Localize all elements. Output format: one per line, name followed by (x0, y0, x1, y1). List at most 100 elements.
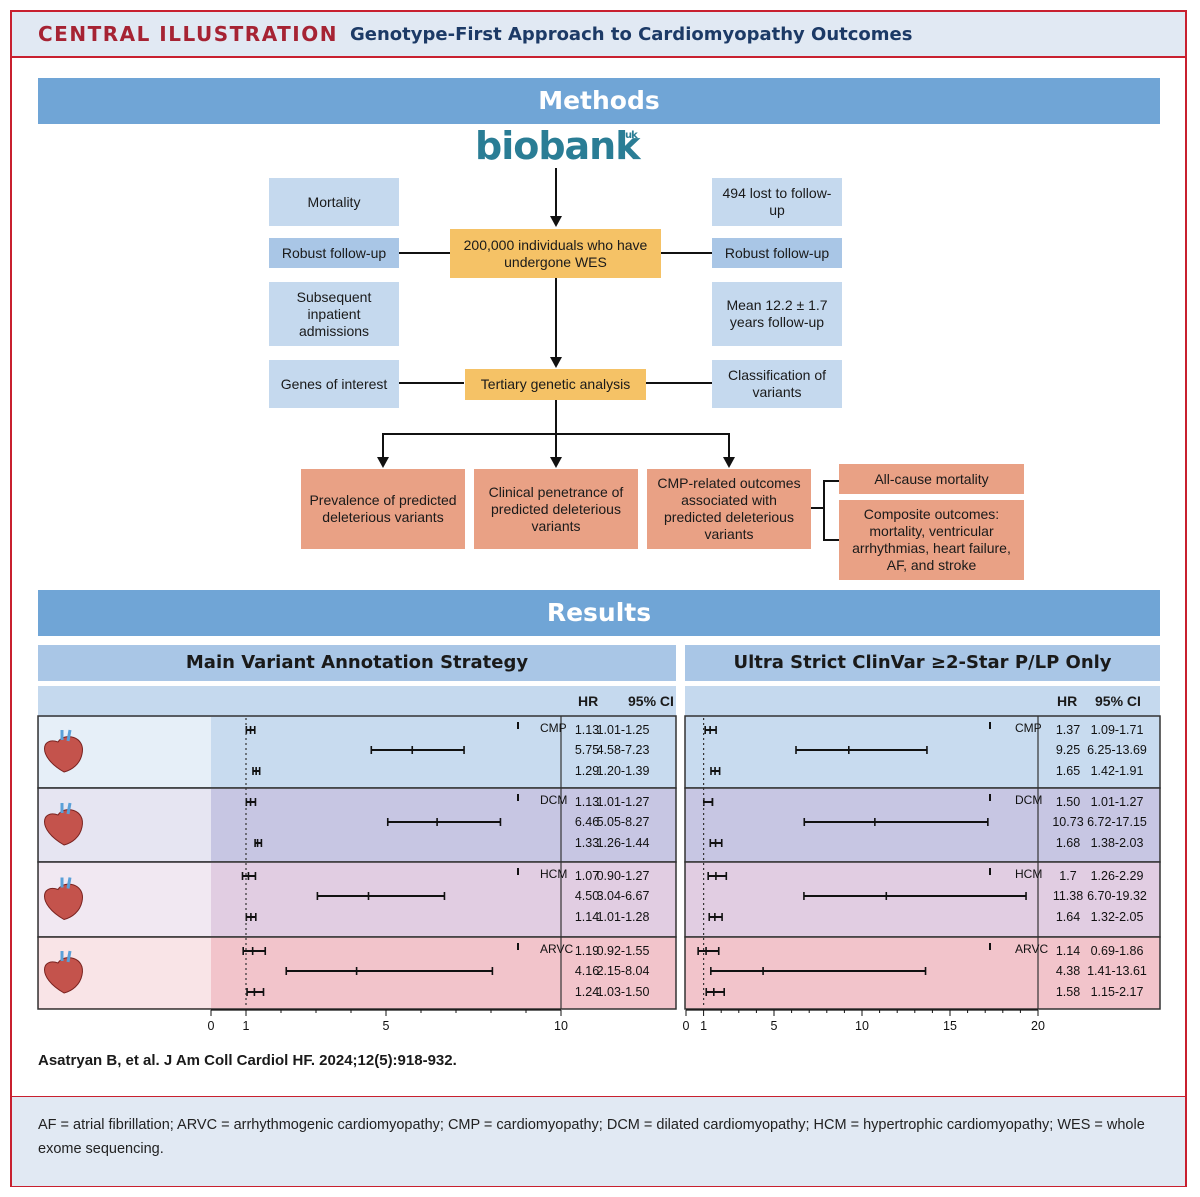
hr-value: 4.50 (575, 889, 599, 903)
box-robust-follow-up-right: Robust follow-up (712, 238, 842, 268)
box-robust-follow-up-left: Robust follow-up (269, 238, 399, 268)
vessel-icon (60, 802, 72, 815)
column-header-main: HR 95% CI (38, 686, 676, 716)
ci-value: 1.26-1.44 (597, 836, 650, 850)
hr-value: 10.73 (1052, 815, 1083, 829)
ci-value: 1.01-1.27 (597, 795, 650, 809)
box-lost-to-follow-up: 494 lost to follow-up (712, 178, 842, 226)
arrow-down-icon (377, 457, 389, 468)
group-tag-hcm: HCM (1015, 867, 1042, 881)
column-header-clinvar: HR 95% CI (685, 686, 1160, 716)
ci-value: 6.72-17.15 (1087, 815, 1147, 829)
x-tick-label: 15 (943, 1019, 957, 1033)
ci-value: 1.41-13.61 (1087, 964, 1147, 978)
biobank-logo-superscript: uk (625, 130, 638, 141)
x-tick-label: 0 (208, 1019, 215, 1033)
hr-value: 1.13 (575, 795, 599, 809)
citation: Asatryan B, et al. J Am Coll Cardiol HF.… (38, 1052, 457, 1069)
ci-value: 3.04-6.67 (597, 889, 650, 903)
box-inpatient-admissions: Subsequent inpatient admissions (269, 282, 399, 346)
illustration-frame (10, 10, 1187, 1187)
box-genes-of-interest: Genes of interest (269, 360, 399, 408)
ci-value: 4.58-7.23 (597, 743, 650, 757)
hr-value: 1.50 (1056, 795, 1080, 809)
hr-value: 1.29 (575, 764, 599, 778)
ci-value: 0.92-1.55 (597, 944, 650, 958)
connector (382, 433, 730, 435)
panel-title-clinvar: Ultra Strict ClinVar ≥2-Star P/LP Only (685, 645, 1160, 681)
x-tick-label: 10 (855, 1019, 869, 1033)
connector (823, 480, 839, 482)
hr-value: 1.13 (575, 723, 599, 737)
header-title: Genotype-First Approach to Cardiomyopath… (350, 24, 913, 45)
group-background (684, 936, 1161, 1010)
ci-value: 0.69-1.86 (1091, 944, 1144, 958)
x-tick-label: 1 (700, 1019, 707, 1033)
arrow-down-icon (550, 457, 562, 468)
box-wes-individuals: 200,000 individuals who have undergone W… (450, 229, 661, 278)
hr-header: HR (578, 693, 599, 709)
vessel-icon (60, 877, 72, 889)
hr-value: 1.37 (1056, 723, 1080, 737)
hr-value: 1.64 (1056, 910, 1080, 924)
connector (660, 252, 712, 254)
connector (646, 382, 712, 384)
hr-value: 1.58 (1056, 985, 1080, 999)
connector (398, 252, 450, 254)
group-tag-dcm: DCM (1015, 793, 1042, 807)
connector (555, 168, 557, 218)
group-tag-cmp: CMP (540, 721, 567, 735)
box-cmp-outcomes: CMP-related outcomes associated with pre… (647, 469, 811, 549)
ci-value: 6.25-13.69 (1087, 743, 1147, 757)
connector (398, 382, 464, 384)
group-tag-arvc: ARVC (540, 942, 573, 956)
ci-value: 1.01-1.25 (597, 723, 650, 737)
box-all-cause-mortality: All-cause mortality (839, 464, 1024, 494)
hr-value: 1.14 (1056, 944, 1080, 958)
results-band: Results (38, 590, 1160, 636)
box-mean-follow-up: Mean 12.2 ± 1.7 years follow-up (712, 282, 842, 346)
hr-value: 4.16 (575, 964, 599, 978)
box-penetrance: Clinical penetrance of predicted deleter… (474, 469, 638, 549)
hr-value: 5.75 (575, 743, 599, 757)
x-tick-label: 20 (1031, 1019, 1045, 1033)
ci-value: 1.20-1.39 (597, 764, 650, 778)
x-tick-label: 5 (383, 1019, 390, 1033)
connector (823, 480, 825, 540)
biobank-logo-text: biobank (475, 124, 641, 168)
heart-icon (44, 957, 83, 994)
header-bar: CENTRAL ILLUSTRATION Genotype-First Appr… (12, 12, 1185, 58)
group-tag-cmp: CMP (1015, 721, 1042, 735)
ci-value: 1.03-1.50 (597, 985, 650, 999)
ci-value: 1.09-1.71 (1091, 723, 1144, 737)
hr-value: 6.46 (575, 815, 599, 829)
connector (382, 433, 384, 458)
arrow-down-icon (550, 357, 562, 368)
vessel-icon (60, 729, 72, 742)
header-label: CENTRAL ILLUSTRATION (38, 22, 338, 46)
group-tag-dcm: DCM (540, 793, 567, 807)
footnote-text: AF = atrial fibrillation; ARVC = arrhyth… (38, 1117, 1145, 1157)
hr-value: 1.14 (575, 910, 599, 924)
hr-value: 9.25 (1056, 743, 1080, 757)
group-background (684, 787, 1161, 863)
heart-icon (44, 883, 83, 921)
hr-header: HR (1057, 693, 1078, 709)
methods-band: Methods (38, 78, 1160, 124)
vessel-icon (60, 950, 72, 963)
group-tag-arvc: ARVC (1015, 942, 1048, 956)
hr-value: 1.19 (575, 944, 599, 958)
hr-value: 1.07 (575, 869, 599, 883)
box-prevalence: Prevalence of predicted deleterious vari… (301, 469, 465, 549)
hr-value: 1.68 (1056, 836, 1080, 850)
ci-value: 1.01-1.28 (597, 910, 650, 924)
connector (555, 400, 557, 458)
box-tertiary-analysis: Tertiary genetic analysis (465, 369, 646, 400)
x-tick-label: 10 (554, 1019, 568, 1033)
group-tag-hcm: HCM (540, 867, 567, 881)
x-tick-label: 0 (683, 1019, 690, 1033)
connector (728, 433, 730, 458)
hr-value: 1.24 (575, 985, 599, 999)
ci-header: 95% CI (628, 693, 674, 709)
ci-value: 1.01-1.27 (1091, 795, 1144, 809)
